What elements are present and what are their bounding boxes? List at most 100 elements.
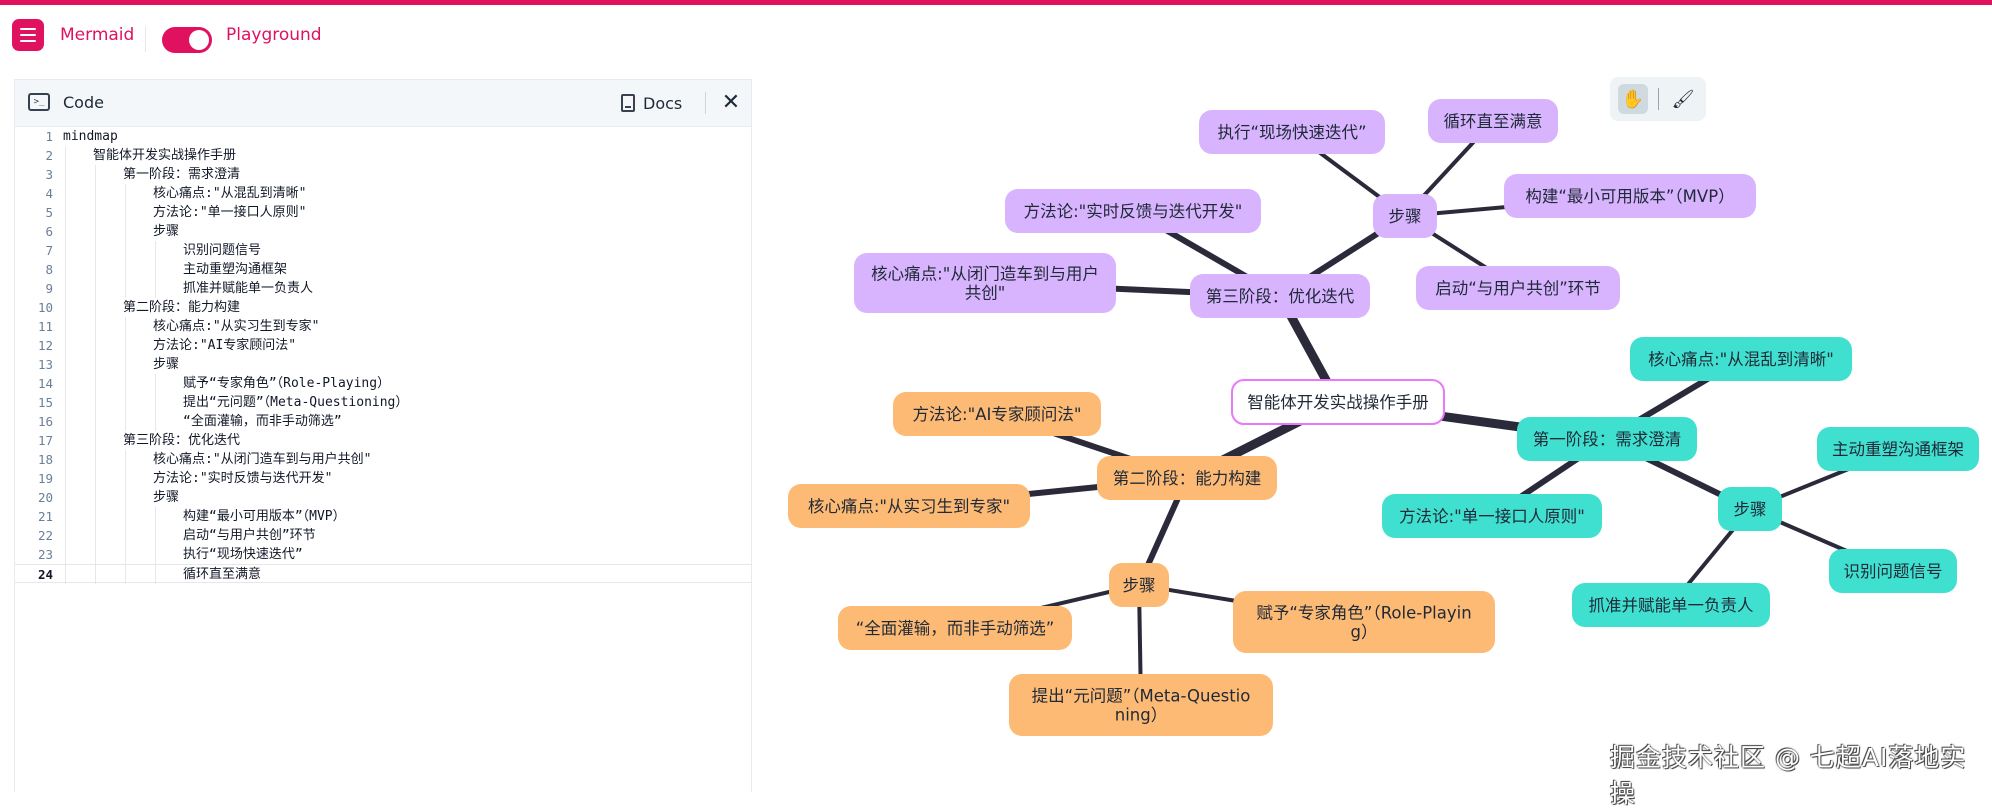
mindmap-node-s3[interactable]: 第三阶段：优化迭代 <box>1190 274 1370 318</box>
mindmap-node-s2[interactable]: 第二阶段：能力构建 <box>1097 456 1277 500</box>
docs-label: Docs <box>643 93 683 113</box>
mindmap-node-s3pain[interactable]: 核心痛点:"从闭门造车到与用户共创" <box>854 253 1116 313</box>
app-header: Mermaid Playground <box>0 5 1992 67</box>
playground-label[interactable]: Playground <box>226 25 322 45</box>
mindmap-node-s1method[interactable]: 方法论:"单一接口人原则" <box>1382 494 1602 538</box>
code-line[interactable]: 5 方法论:"单一接口人原则" <box>15 203 751 222</box>
mindmap-node-s2c[interactable]: 提出“元问题”（Meta-Questioning） <box>1009 674 1273 736</box>
indent-guide <box>125 488 126 507</box>
line-number: 8 <box>45 262 53 277</box>
node-box <box>1231 379 1445 425</box>
line-number: 10 <box>37 300 53 315</box>
node-label: 第三阶段：优化迭代 <box>1206 287 1355 306</box>
paint-roller-icon[interactable]: 🖌 <box>1671 88 1695 110</box>
node-label: 方法论:"实时反馈与迭代开发" <box>1024 202 1243 221</box>
indent-guide <box>65 317 66 336</box>
mindmap-node-s1[interactable]: 第一阶段：需求澄清 <box>1517 417 1697 461</box>
mindmap-node-s2steps[interactable]: 步骤 <box>1109 563 1169 607</box>
mindmap-node-s2method[interactable]: 方法论:"AI专家顾问法" <box>893 392 1101 436</box>
indent-guide <box>95 393 96 412</box>
node-label: 启动“与用户共创”环节 <box>1435 279 1601 298</box>
indent-guide <box>65 565 66 584</box>
mindmap-node-s2b[interactable]: 赋予“专家角色”（Role-Playing） <box>1233 591 1495 653</box>
mindmap-node-root[interactable]: 智能体开发实战操作手册 <box>1231 379 1445 425</box>
line-number: 18 <box>37 452 53 467</box>
brand-link[interactable]: Mermaid <box>60 25 135 45</box>
menu-icon[interactable] <box>12 19 44 51</box>
code-text: “全面灌输，而非手动筛选” <box>183 414 342 429</box>
indent-guide <box>65 241 66 260</box>
node-label: g） <box>1351 623 1378 642</box>
playground-toggle[interactable] <box>162 27 212 53</box>
node-box <box>1517 417 1697 461</box>
mindmap-node-s3c[interactable]: 构建“最小可用版本”（MVP） <box>1504 174 1756 218</box>
code-line[interactable]: 16“全面灌输，而非手动筛选” <box>15 412 751 431</box>
mindmap-node-s1a[interactable]: 主动重塑沟通框架 <box>1817 427 1979 471</box>
docs-button[interactable]: Docs <box>621 91 682 115</box>
node-box <box>1416 266 1620 310</box>
node-box <box>838 606 1072 650</box>
line-number: 12 <box>37 338 53 353</box>
line-number: 5 <box>45 205 53 220</box>
code-text: 方法论:"单一接口人原则" <box>153 205 307 220</box>
indent-guide <box>155 260 156 279</box>
mindmap-canvas[interactable]: 智能体开发实战操作手册 第三阶段：优化迭代 核心痛点:"从闭门造车到与用户共创" 方法… <box>752 67 1992 791</box>
code-text: 第一阶段：需求澄清 <box>123 167 241 182</box>
indent-guide <box>95 431 96 450</box>
code-text: 构建“最小可用版本”（MVP） <box>183 509 346 524</box>
indent-guide <box>95 526 96 545</box>
mindmap-node-s3b[interactable]: 循环直至满意 <box>1428 99 1558 143</box>
close-icon[interactable]: ✕ <box>721 90 741 115</box>
indent-guide <box>125 260 126 279</box>
node-label: 智能体开发实战操作手册 <box>1247 393 1429 412</box>
mindmap-node-s3steps[interactable]: 步骤 <box>1373 194 1437 238</box>
indent-guide <box>125 450 126 469</box>
code-text: 步骤 <box>153 490 180 505</box>
line-number: 4 <box>45 186 53 201</box>
mindmap-node-s2a[interactable]: “全面灌输，而非手动筛选” <box>838 606 1072 650</box>
line-number: 23 <box>37 547 53 562</box>
indent-guide <box>65 374 66 393</box>
mindmap-node-s1pain[interactable]: 核心痛点:"从混乱到清晰" <box>1630 337 1852 381</box>
node-label: 第二阶段：能力构建 <box>1113 469 1262 488</box>
mindmap-node-s2pain[interactable]: 核心痛点:"从实习生到专家" <box>788 484 1030 528</box>
mindmap-node-s3method[interactable]: 方法论:"实时反馈与迭代开发" <box>1005 189 1261 233</box>
mindmap-node-s1steps[interactable]: 步骤 <box>1718 487 1782 531</box>
mindmap-node-s1b[interactable]: 识别问题信号 <box>1829 549 1957 593</box>
line-number: 7 <box>45 243 53 258</box>
mindmap-node-s3d[interactable]: 启动“与用户共创”环节 <box>1416 266 1620 310</box>
mindmap-node-s3a[interactable]: 执行“现场快速迭代” <box>1199 110 1385 154</box>
indent-guide <box>125 545 126 564</box>
indent-guide <box>65 412 66 431</box>
node-box <box>1097 456 1277 500</box>
indent-guide <box>155 241 156 260</box>
node-box <box>1009 674 1273 736</box>
hand-icon[interactable]: ✋ <box>1618 84 1648 114</box>
line-number: 9 <box>45 281 53 296</box>
mindmap-node-s1c[interactable]: 抓准并赋能单一负责人 <box>1572 583 1770 627</box>
